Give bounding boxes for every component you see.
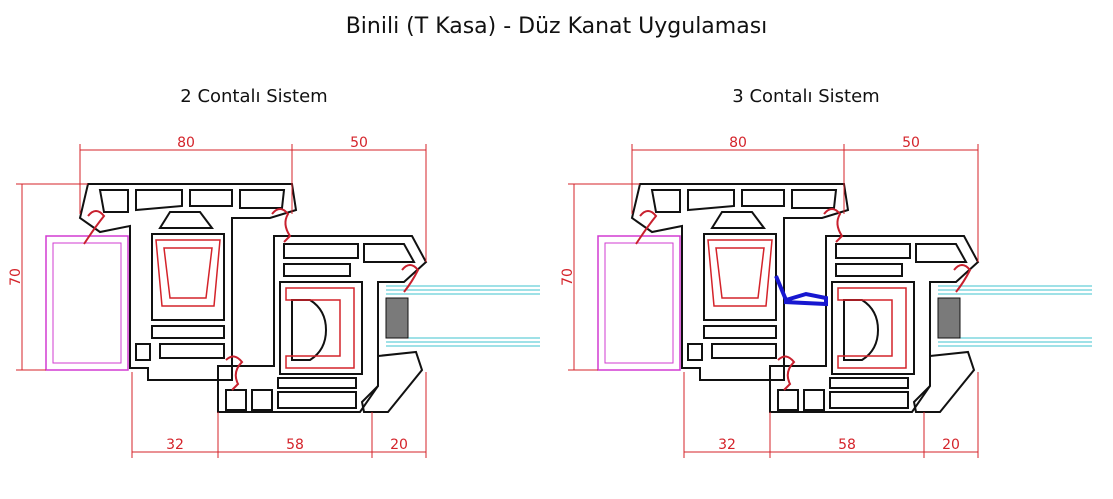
dim-right-bot-b: 58 [838, 437, 856, 453]
dim-right-top-a: 80 [729, 135, 747, 151]
dims-left [16, 144, 427, 458]
dim-left-top-b: 50 [350, 135, 368, 151]
section-2-gasket [45, 183, 541, 413]
dim-left-bot-a: 32 [166, 437, 184, 453]
dim-left-height: 70 [8, 268, 24, 286]
dim-right-height: 70 [560, 268, 576, 286]
system-title-2-gasket: 2 Contalı Sistem [180, 86, 328, 107]
page-title: Binili (T Kasa) - Düz Kanat Uygulaması [345, 14, 768, 39]
dim-right-top-b: 50 [902, 135, 920, 151]
dim-right-bot-c: 20 [942, 437, 960, 453]
dims-right [568, 144, 979, 458]
system-title-3-gasket: 3 Contalı Sistem [732, 86, 880, 107]
middle-gasket [774, 275, 828, 307]
dim-left-top-a: 80 [177, 135, 195, 151]
section-3-gasket [597, 183, 1093, 413]
dim-left-bot-b: 58 [286, 437, 304, 453]
dim-right-bot-a: 32 [718, 437, 736, 453]
dim-left-bot-c: 20 [390, 437, 408, 453]
